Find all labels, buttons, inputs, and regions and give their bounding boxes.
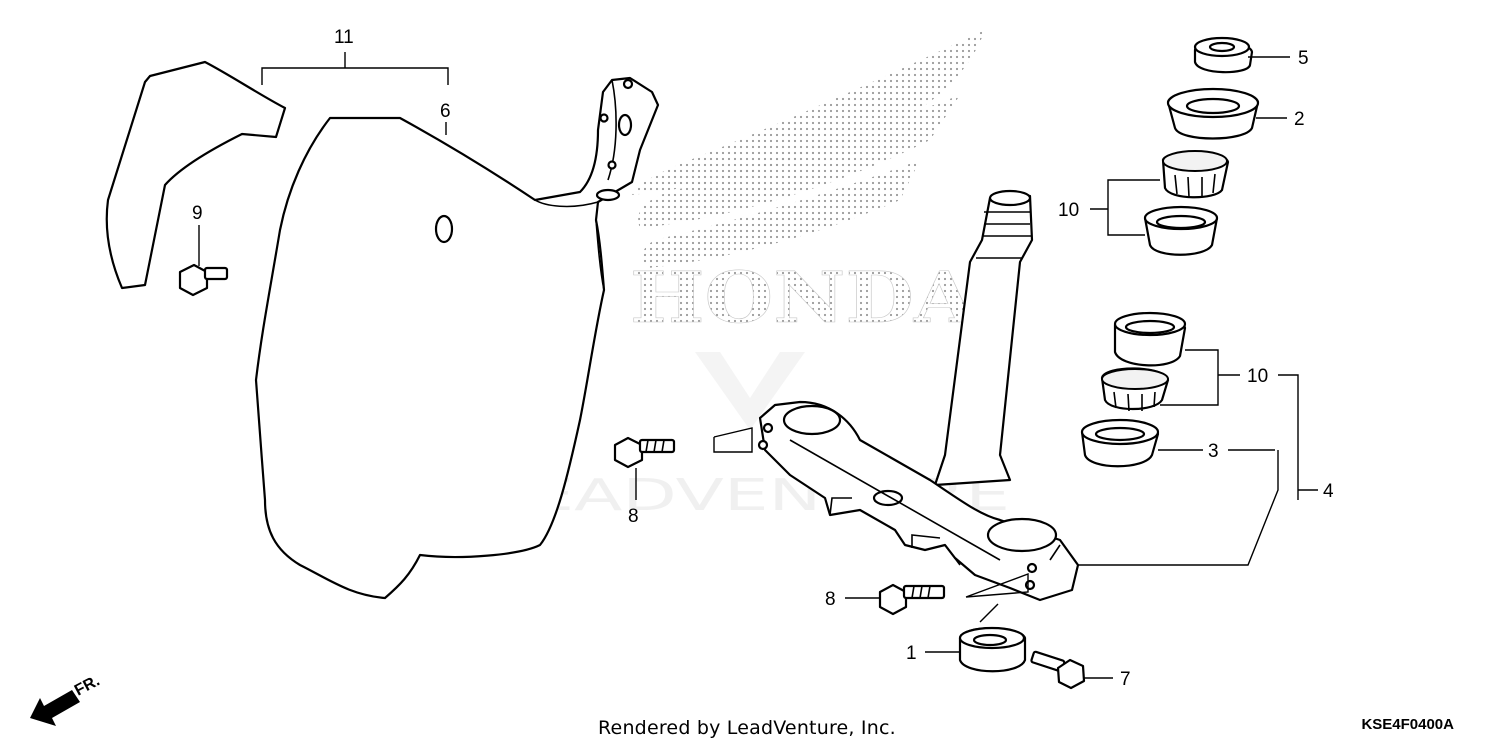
callout-6: 6 (440, 101, 451, 122)
footer-credit: Rendered by LeadVenture, Inc. (598, 717, 896, 739)
part-bolt-7 (1030, 650, 1086, 690)
part-lower-bearing (1100, 311, 1187, 412)
callout-1: 1 (906, 643, 917, 664)
front-indicator-label: FR. (72, 672, 103, 699)
front-arrow-icon (30, 690, 80, 726)
part-side-cover (105, 60, 287, 290)
callout-8-lower: 8 (825, 589, 836, 610)
part-bottom-bridge (757, 400, 1080, 602)
callout-10-upper: 10 (1058, 200, 1079, 221)
honda-logo-text: HONDA (630, 256, 977, 339)
part-steering-stem (933, 189, 1034, 487)
part-stem-nut (1193, 36, 1254, 74)
honda-wing-logo: HONDA (630, 30, 985, 339)
callout-9: 9 (192, 203, 203, 224)
part-clamp-cap (958, 626, 1027, 673)
part-bolt-8-lower (878, 583, 946, 616)
front-direction-indicator: FR. (30, 672, 103, 726)
part-top-race (1166, 87, 1260, 140)
callout-4: 4 (1323, 481, 1334, 502)
callout-8-upper: 8 (628, 506, 639, 527)
callout-labels: 11 6 9 5 2 10 10 3 4 8 8 1 7 (192, 27, 1334, 690)
part-number-plate (254, 76, 660, 600)
callout-10-lower: 10 (1247, 366, 1268, 387)
callout-3: 3 (1208, 441, 1219, 462)
callout-7: 7 (1120, 669, 1131, 690)
part-upper-bearing (1143, 150, 1230, 256)
part-bolt-8-upper (613, 436, 676, 469)
callout-5: 5 (1298, 48, 1309, 69)
part-dust-seal (1080, 418, 1160, 468)
callout-11: 11 (334, 27, 354, 48)
part-bolt-9 (178, 263, 229, 297)
diagram-code: KSE4F0400A (1361, 716, 1454, 733)
callout-2: 2 (1294, 109, 1305, 130)
leader-lines (198, 52, 1318, 679)
